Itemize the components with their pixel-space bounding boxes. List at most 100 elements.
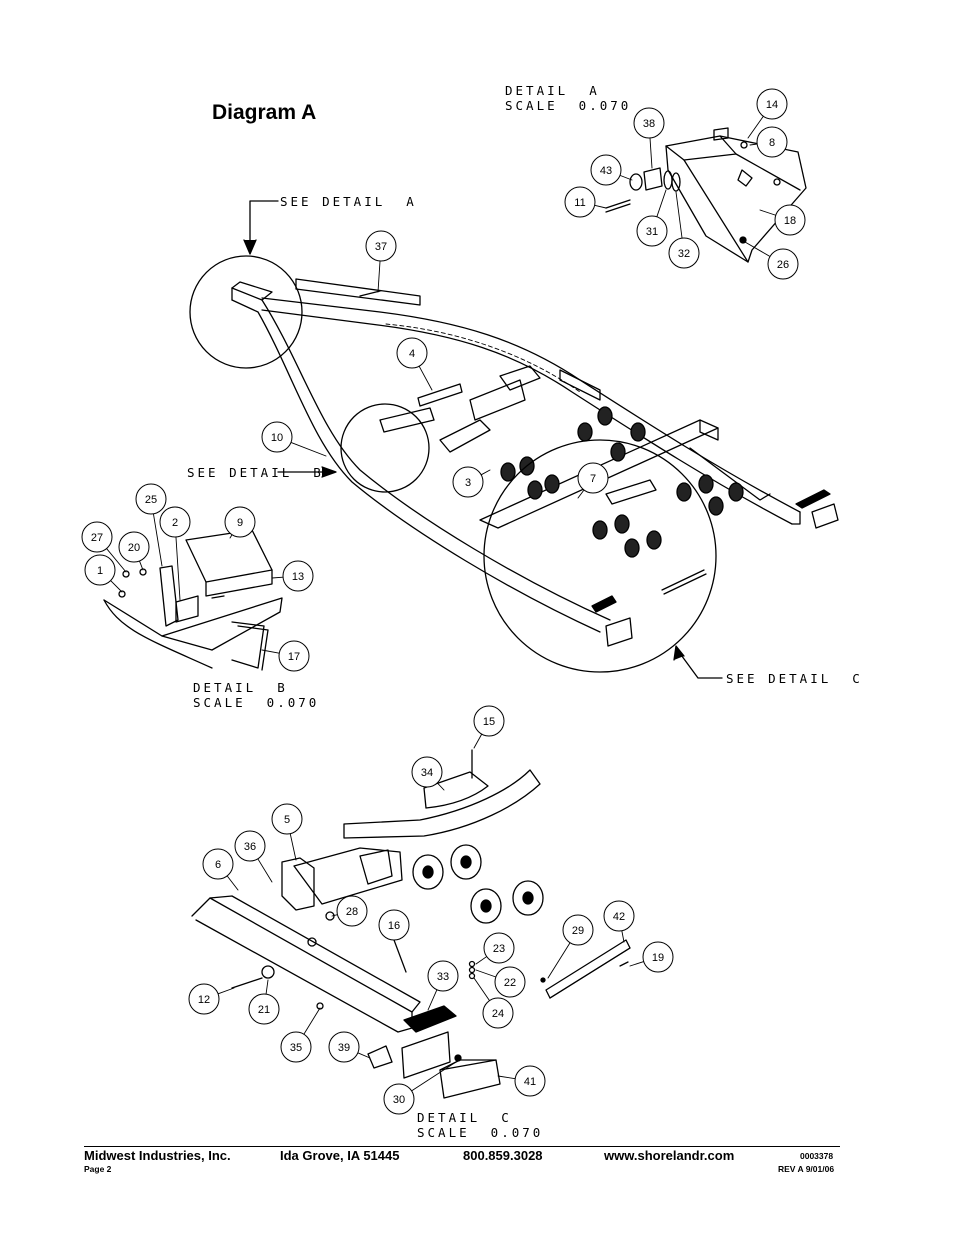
callout-5: 5 — [271, 803, 303, 835]
callout-leader — [759, 209, 777, 216]
callout-leader — [303, 1007, 321, 1035]
callout-number: 17 — [288, 651, 300, 663]
callout-circle — [642, 941, 674, 973]
callout-circle — [135, 483, 167, 515]
callout-number: 43 — [600, 165, 612, 177]
detail-c-title: DETAIL C — [417, 1110, 512, 1125]
callout-leader — [418, 365, 433, 391]
callout-number: 31 — [646, 226, 658, 238]
callout-35: 35 — [280, 1031, 312, 1063]
callout-circle — [224, 506, 256, 538]
see-detail-c: SEE DETAIL C — [726, 671, 863, 686]
detail-c-drawing — [191, 749, 631, 1099]
callout-leader — [377, 260, 381, 293]
callout-circle — [633, 107, 665, 139]
footer-company: Midwest Industries, Inc. — [84, 1148, 231, 1163]
callout-leader — [747, 115, 764, 139]
callout-34: 34 — [411, 756, 443, 788]
callout-circle — [482, 997, 514, 1029]
callout-13: 13 — [282, 560, 314, 592]
callout-9: 9 — [224, 506, 256, 538]
callout-42: 42 — [603, 900, 635, 932]
callout-number: 12 — [198, 994, 210, 1006]
callout-leader — [619, 174, 633, 181]
main-rollers — [500, 406, 744, 558]
callout-leader — [289, 833, 297, 861]
detail-c-circle — [483, 439, 717, 673]
callout-16: 16 — [378, 909, 410, 941]
footer-website: www.shorelandr.com — [604, 1148, 735, 1163]
callout-15: 15 — [473, 705, 505, 737]
callout-leader — [226, 875, 239, 891]
callout-circle — [118, 531, 150, 563]
callout-circle — [473, 705, 505, 737]
footer-rule — [84, 1146, 840, 1147]
detail-a-drawing — [605, 127, 807, 263]
callout-number: 35 — [290, 1042, 302, 1054]
callout-number: 19 — [652, 952, 664, 964]
callout-36: 36 — [234, 830, 266, 862]
detail-a-title: DETAIL A — [505, 83, 600, 98]
callout-number: 16 — [388, 920, 400, 932]
callout-22: 22 — [494, 966, 526, 998]
callout-39: 39 — [328, 1031, 360, 1063]
callout-leader — [257, 858, 273, 883]
callout-number: 32 — [678, 248, 690, 260]
callout-leader — [229, 534, 233, 539]
callout-circle — [282, 560, 314, 592]
detail-a-circle — [189, 255, 303, 369]
callout-circle — [756, 88, 788, 120]
callout-circle — [271, 803, 303, 835]
callout-circle — [81, 521, 113, 553]
callout-11: 11 — [564, 186, 596, 218]
callout-number: 8 — [769, 137, 775, 149]
callout-number: 13 — [292, 571, 304, 583]
callout-leader — [261, 649, 280, 654]
callout-leader — [749, 143, 758, 146]
callout-number: 39 — [338, 1042, 350, 1054]
callout-leader — [152, 513, 163, 567]
callout-number: 7 — [590, 473, 596, 485]
callout-leader — [475, 969, 497, 978]
detail-c-scale: SCALE 0.070 — [417, 1125, 544, 1140]
callout-43: 43 — [590, 154, 622, 186]
callout-circle — [564, 186, 596, 218]
callout-18: 18 — [774, 204, 806, 236]
callout-leader — [271, 576, 284, 579]
callout-number: 14 — [766, 99, 778, 111]
detail-b-title: DETAIL B — [193, 680, 288, 695]
callout-number: 11 — [574, 197, 585, 209]
callout-30: 30 — [383, 1083, 415, 1115]
callout-circle — [483, 932, 515, 964]
callout-25: 25 — [135, 483, 167, 515]
callout-circle — [234, 830, 266, 862]
callout-circle — [577, 462, 609, 494]
callout-number: 28 — [346, 906, 358, 918]
callout-number: 4 — [409, 348, 415, 360]
callout-leader — [675, 191, 683, 239]
callout-leader — [480, 469, 491, 476]
callout-leader — [547, 942, 571, 979]
callout-leader — [106, 548, 127, 573]
callout-circle — [636, 215, 668, 247]
callout-number: 24 — [492, 1008, 504, 1020]
footer-doc-number: 0003378 — [800, 1151, 834, 1161]
callout-number: 36 — [244, 841, 256, 853]
callout-24: 24 — [482, 997, 514, 1029]
callout-circle — [159, 506, 191, 538]
callout-leader — [139, 560, 144, 571]
callout-circle — [562, 914, 594, 946]
callout-12: 12 — [188, 983, 220, 1015]
callout-circle — [365, 230, 397, 262]
callout-number: 5 — [284, 814, 290, 826]
callout-8: 8 — [756, 126, 788, 158]
callout-leader — [436, 782, 445, 791]
callout-3: 3 — [452, 466, 484, 498]
page-title: Diagram A — [212, 101, 317, 124]
callout-4: 4 — [396, 337, 428, 369]
see-detail-a: SEE DETAIL A — [280, 194, 417, 209]
footer-revision: REV A 9/01/06 — [778, 1164, 835, 1174]
callout-circle — [378, 909, 410, 941]
detail-a-scale: SCALE 0.070 — [505, 98, 632, 113]
